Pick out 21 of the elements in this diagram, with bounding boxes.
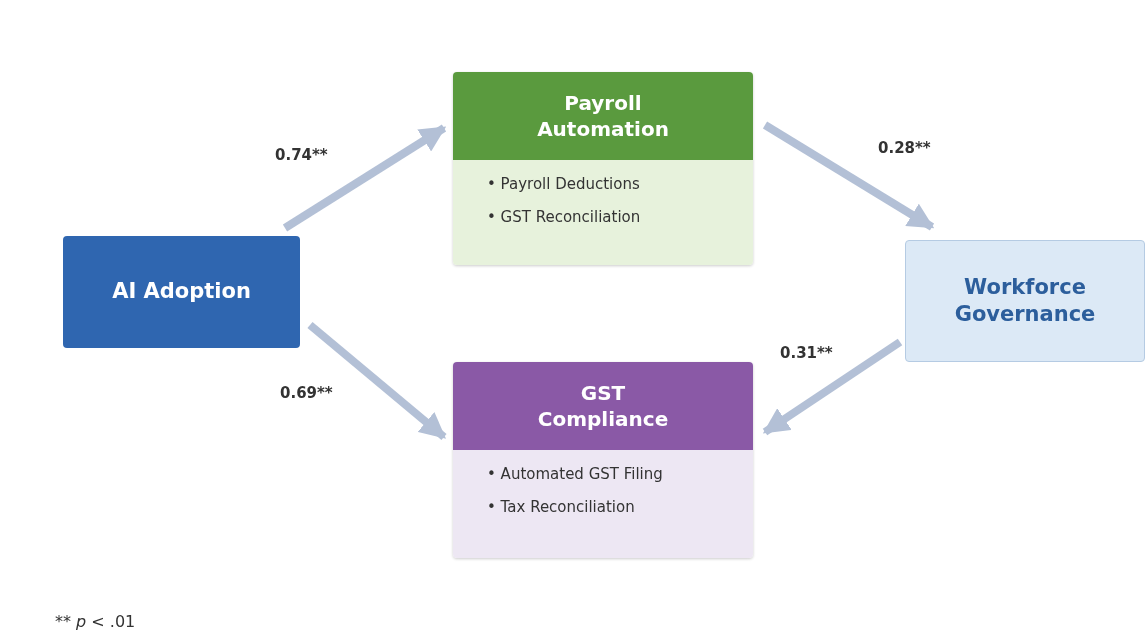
node-title: AI Adoption [112,278,251,306]
path-coefficient: 0.28** [878,139,931,157]
arrow [282,124,447,232]
bullet-item: • GST Reconciliation [487,208,642,225]
path-coefficient: 0.74** [275,146,328,164]
significance-note: ** p < .01 [55,612,136,631]
path-coefficient: 0.69** [280,384,333,402]
bullet-item: • Tax Reconciliation [487,498,636,515]
card-title: GST Compliance [536,380,670,432]
node-title: Workforce Governance [953,273,1097,328]
card-title: Payroll Automation [536,90,670,142]
concept-box [63,236,300,348]
concept-card [453,362,753,558]
path-coefficient: 0.31** [780,344,833,362]
arrow [307,321,447,441]
concept-box [905,240,1145,362]
arrow [762,338,903,436]
bullet-item: • Payroll Deductions [487,176,641,193]
concept-card [453,72,753,265]
arrow [762,121,935,231]
bullet-item: • Automated GST Filing [487,466,664,483]
